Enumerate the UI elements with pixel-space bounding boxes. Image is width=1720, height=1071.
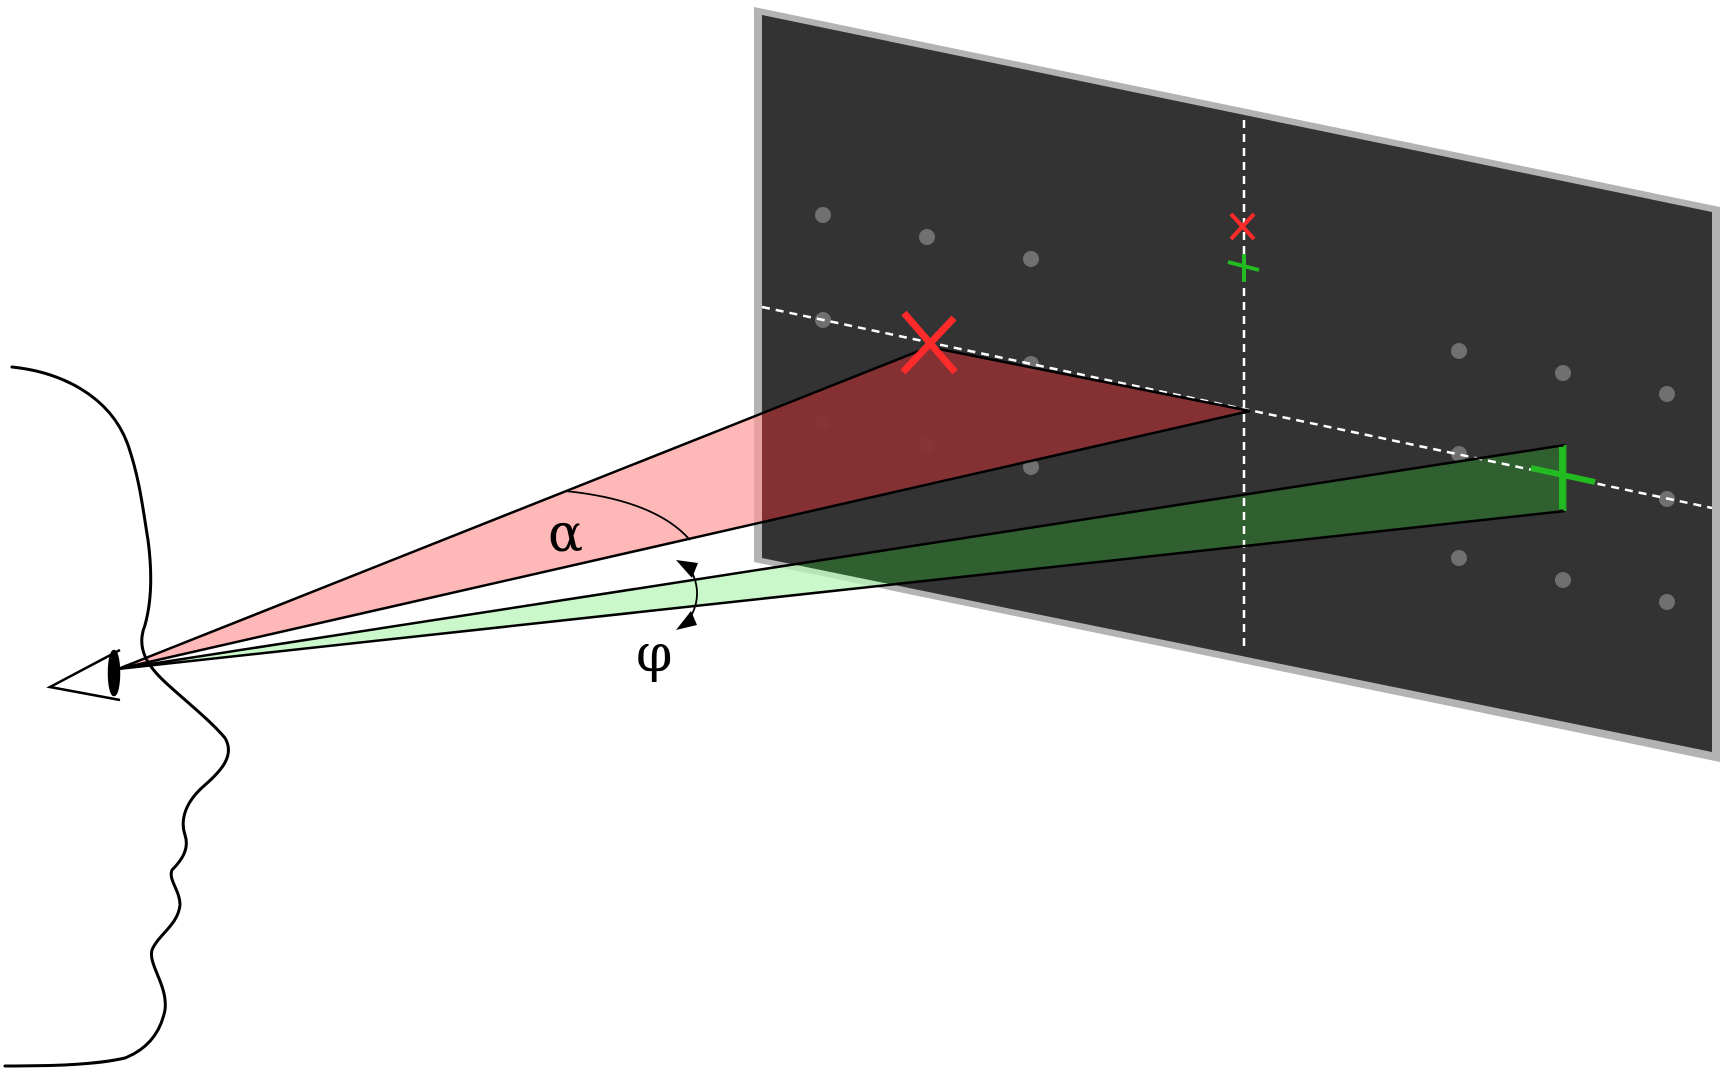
calibration-dot <box>1023 251 1039 267</box>
screen-axes <box>761 120 1713 652</box>
phi-label: φ <box>636 624 672 684</box>
x-mark-stroke <box>1229 212 1256 241</box>
phi-ray-lower <box>117 509 1566 671</box>
alpha-cone-on-screen <box>762 347 1250 669</box>
alpha-arc <box>564 490 691 541</box>
green-target-marker <box>1530 447 1596 509</box>
calibration-dot <box>1451 446 1467 462</box>
phi-arrowhead-bottom <box>676 611 697 630</box>
alpha-label: α <box>548 504 583 564</box>
target-to-center-line <box>928 345 1251 413</box>
alpha-ray-lower <box>117 409 1251 671</box>
calibration-dot <box>919 229 935 245</box>
calibration-dot <box>1451 550 1467 566</box>
eye-icon <box>46 648 121 702</box>
calibration-dot <box>1659 386 1675 402</box>
small-red-marker <box>1229 212 1256 241</box>
small-green-marker <box>1227 254 1260 282</box>
alpha-ray-upper <box>117 345 930 671</box>
red-target-marker <box>900 310 958 375</box>
calibration-dot <box>1451 343 1467 359</box>
phi-ray-upper <box>117 443 1566 671</box>
calibration-dot <box>1555 365 1571 381</box>
x-mark-stroke <box>900 315 957 375</box>
calibration-dot <box>1659 594 1675 610</box>
phi-arrowheads <box>676 560 698 630</box>
calibration-dot <box>1555 572 1571 588</box>
calibration-dot <box>815 207 831 223</box>
phi-arrowhead-top <box>676 560 698 578</box>
cone-outlines <box>117 345 1567 671</box>
eye-outline <box>46 648 121 702</box>
eye-pupil <box>107 649 121 697</box>
horizontal-axis <box>761 305 1713 510</box>
face-profile <box>3 365 230 1068</box>
